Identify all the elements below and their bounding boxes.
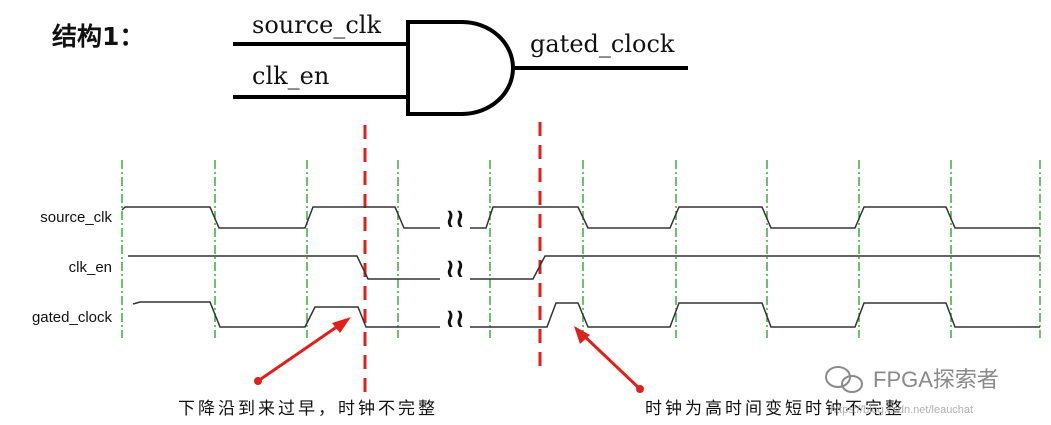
waveform-source-clk (121, 206, 440, 229)
watermark-name: FPGA探索者 (873, 367, 999, 392)
wechat-icon (825, 366, 863, 393)
input-a-label: source_clk (252, 11, 381, 39)
and-gate-structure: source_clk clk_en gated_clock (233, 11, 688, 116)
watermark: FPGA探索者 https://blog.csdn.net/leauchat (825, 366, 999, 416)
signal-label-source-clk: source_clk (40, 209, 112, 226)
signal-label-gated-clock: gated_clock (32, 309, 113, 326)
waveform-gated-clock (132, 301, 440, 328)
title: 结构1： (52, 22, 144, 51)
signal-label-clk-en: clk_en (69, 259, 112, 276)
annotation-early-fall: 下降沿到来过早，时钟不完整 (178, 399, 438, 419)
break-symbol-gated-clock: ≀≀ (445, 304, 465, 334)
input-b-label: clk_en (252, 62, 329, 90)
output-label: gated_clock (530, 30, 675, 58)
and-gate-symbol (406, 20, 515, 116)
waveform-clk-en (128, 255, 440, 280)
waveform-gated-clock-after-break (470, 302, 1040, 328)
waveform-clk-en-after-break (470, 255, 1040, 280)
waveform-source-clk-after-break (470, 206, 1040, 229)
clock-edge-grid (121, 160, 1041, 338)
break-symbol-clk-en: ≀≀ (445, 254, 465, 284)
break-symbol-source-clk: ≀≀ (445, 204, 465, 234)
annotation-short-high: 时钟为高时间变短时钟不完整 (645, 399, 905, 419)
watermark-url: https://blog.csdn.net/leauchat (830, 404, 973, 416)
arrow-short-high (574, 326, 644, 393)
arrow-early-fall (254, 317, 351, 385)
